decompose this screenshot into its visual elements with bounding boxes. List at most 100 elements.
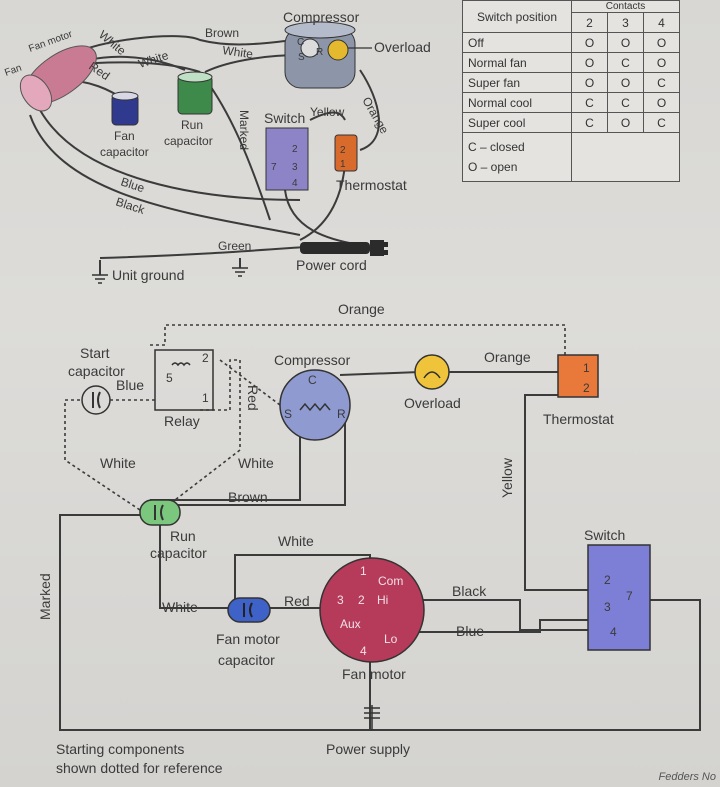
switch-terminal-4-bottom: 4 (610, 625, 617, 639)
wire-label-blue: Blue (119, 175, 146, 196)
thermostat-label-top: Thermostat (336, 177, 407, 193)
switch-terminal-7: 7 (271, 162, 277, 173)
switch-terminal-7-bottom: 7 (626, 589, 633, 603)
run-capacitor-label-2: capacitor (150, 545, 207, 561)
wire-label-orange: Orange (484, 349, 531, 365)
fan-motor-aux: Aux (340, 617, 361, 631)
wire-label-white-low: White (162, 599, 198, 615)
thermostat-pictorial: 2 1 Thermostat (334, 134, 407, 193)
row-state: C (607, 52, 644, 73)
pictorial-diagram: Fan motor Fan Fan capacitor Run capacito… (3, 9, 431, 284)
overload-label-bottom: Overload (404, 395, 461, 411)
thermostat-terminal-2-bottom: 2 (583, 381, 590, 395)
wire-label-white-2: White (137, 48, 171, 71)
legend-open: O – open (468, 160, 518, 174)
start-capacitor-label-1: Start (80, 345, 110, 361)
wire-label-red-fan: Red (284, 593, 310, 609)
wire-label-brown: Brown (205, 26, 239, 40)
fan-motor-capacitor-label-2: capacitor (218, 652, 275, 668)
row-state: O (607, 112, 644, 133)
fan-capacitor-label-1: Fan (114, 129, 135, 143)
row-state: O (643, 52, 680, 73)
row-state: C (643, 112, 680, 133)
legend-closed: C – closed (468, 140, 525, 154)
compressor-terminal-s: S (298, 52, 305, 63)
row-position: Off (462, 32, 572, 53)
table-row: Normal fan O C O (462, 52, 680, 73)
start-capacitor-symbol: Start capacitor Blue (68, 345, 144, 415)
compressor-terminal-s-bottom: S (284, 407, 292, 421)
switch-label-top: Switch (264, 110, 305, 126)
power-supply-label: Power supply (326, 741, 410, 757)
thermostat-terminal-2: 2 (340, 145, 346, 156)
note-line-2: shown dotted for reference (56, 760, 223, 776)
row-state: O (643, 32, 680, 53)
wire-label-black-bottom: Black (452, 583, 487, 599)
wire-label-red-vertical: Red (245, 385, 261, 411)
wire-label-blue-fan: Blue (456, 623, 484, 639)
relay-terminal-1: 1 (202, 391, 209, 405)
compressor-symbol: C S R Compressor (274, 352, 351, 441)
switch-terminal-2-bottom: 2 (604, 573, 611, 587)
switch-pictorial: 7 2 3 4 Switch (264, 110, 309, 191)
fan-motor-symbol: 1 Com 3 2 Hi Aux Lo 4 Fan motor (319, 557, 425, 682)
run-capacitor-symbol: Run capacitor (139, 499, 207, 561)
switch-contact-table: Switch position Contacts 2 3 4 Off O O O… (462, 0, 680, 182)
switch-symbol: 2 3 4 7 Switch (584, 527, 651, 651)
compressor-terminal-c: C (297, 37, 304, 48)
thermostat-terminal-1: 1 (340, 159, 346, 170)
row-state: O (607, 72, 644, 93)
wire-label-marked-bottom: Marked (37, 573, 53, 620)
compressor-label-top: Compressor (283, 9, 360, 25)
table-row: Off O O O (462, 32, 680, 53)
fan-motor-com: Com (378, 574, 403, 588)
fan-motor-terminal-2: 2 (358, 593, 365, 607)
row-position: Normal cool (462, 92, 572, 113)
thermostat-symbol: 1 2 Thermostat (543, 354, 614, 427)
credit-text: Fedders No (658, 771, 716, 783)
switch-terminal-2: 2 (292, 144, 298, 155)
power-cord-pictorial: Power cord (296, 240, 388, 273)
wire-label-white-mid: White (238, 455, 274, 471)
fan-motor-terminal-3: 3 (337, 593, 344, 607)
relay-symbol: 2 5 1 Relay Red (154, 349, 261, 429)
table-col-2: 2 (571, 12, 608, 33)
wire-label-brown-bottom: Brown (228, 489, 268, 505)
relay-label: Relay (164, 413, 200, 429)
wire-label-orange: Orange (359, 95, 391, 137)
note-line-1: Starting components (56, 741, 184, 757)
relay-terminal-2: 2 (202, 351, 209, 365)
ground-symbols: Unit ground (92, 267, 248, 284)
table-header-contacts: Contacts (571, 0, 680, 13)
run-capacitor-label-1: Run (181, 118, 203, 132)
fan-motor-capacitor-symbol: Fan motor capacitor (216, 597, 280, 668)
row-state: O (571, 32, 608, 53)
table-col-4: 4 (643, 12, 680, 33)
start-capacitor-label-2: capacitor (68, 363, 125, 379)
row-state: C (643, 72, 680, 93)
table-row: Super fan O O C (462, 72, 680, 93)
switch-terminal-4: 4 (292, 178, 298, 189)
thermostat-label-bottom: Thermostat (543, 411, 614, 427)
compressor-label-bottom: Compressor (274, 352, 351, 368)
row-position: Normal fan (462, 52, 572, 73)
row-position: Super fan (462, 72, 572, 93)
wire-label-yellow: Yellow (310, 105, 345, 119)
switch-terminal-3: 3 (292, 162, 298, 173)
wire-label-green: Green (218, 239, 251, 253)
fan-motor-terminal-4: 4 (360, 644, 367, 658)
wire-label-yellow-bottom: Yellow (499, 457, 515, 498)
row-state: O (571, 72, 608, 93)
compressor-terminal-c-bottom: C (308, 373, 317, 387)
wire-label-white-3: White (222, 43, 255, 61)
table-row: Super cool C O C (462, 112, 680, 133)
legend-empty-cell (571, 132, 680, 182)
compressor-terminal-r: R (316, 47, 323, 58)
unit-ground-label: Unit ground (112, 267, 184, 283)
fan-motor-lo: Lo (384, 632, 398, 646)
table-header-position: Switch position (462, 0, 572, 33)
run-capacitor-label-2: capacitor (164, 134, 213, 148)
run-capacitor-label-1: Run (170, 528, 196, 544)
